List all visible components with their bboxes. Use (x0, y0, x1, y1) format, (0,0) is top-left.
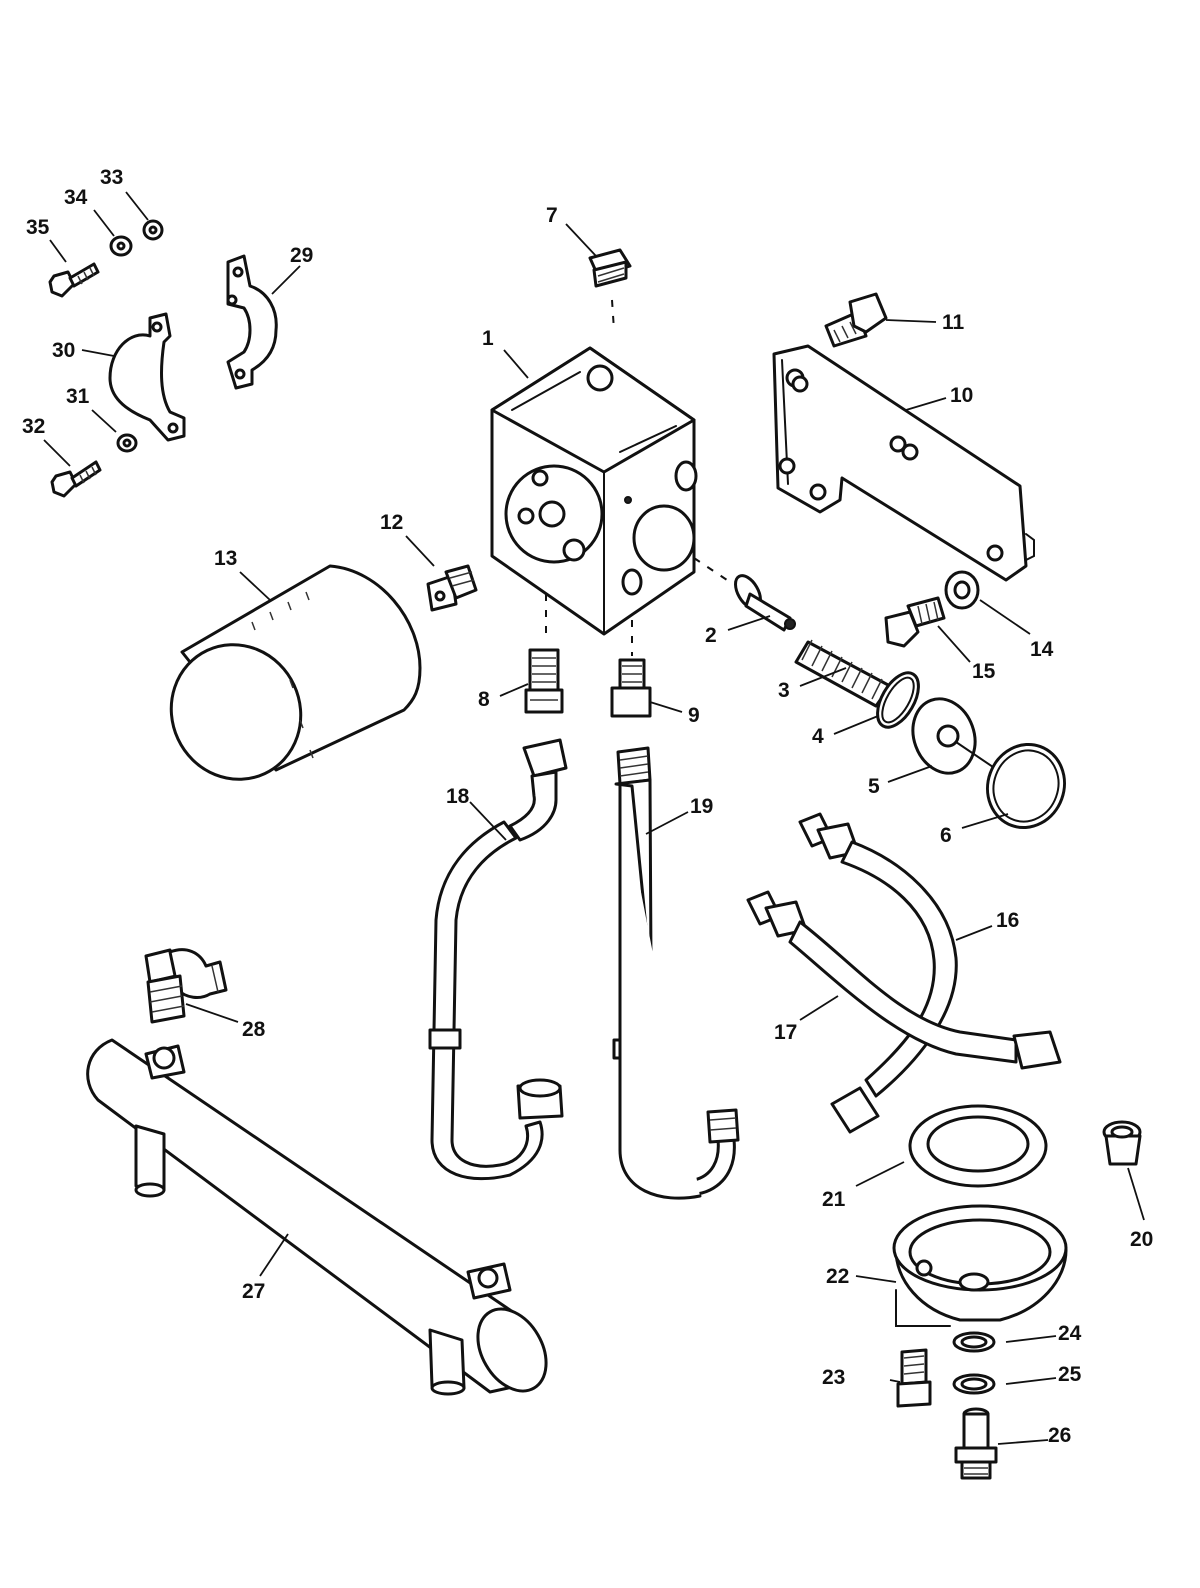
callout-13: 13 (214, 547, 237, 570)
part-12-fitting[interactable] (426, 564, 478, 612)
callout-16: 16 (996, 909, 1019, 932)
part-21-gasket-ring[interactable] (908, 1104, 1048, 1188)
callout-33: 33 (100, 166, 123, 189)
part-3-spring[interactable] (794, 639, 892, 708)
part-29-clamp[interactable] (226, 254, 278, 390)
part-16-hose[interactable] (798, 812, 958, 1134)
part-8-fitting[interactable] (524, 648, 564, 714)
part-34-washer[interactable] (109, 235, 133, 257)
callout-1: 1 (482, 327, 494, 350)
callout-2: 2 (705, 624, 717, 647)
part-20-plug[interactable] (1102, 1120, 1142, 1166)
callout-11: 11 (942, 311, 965, 334)
callout-14: 14 (1030, 638, 1054, 661)
part-4-o-ring[interactable] (869, 666, 927, 734)
part-24-washer[interactable] (952, 1331, 996, 1353)
part-26-sender[interactable] (954, 1407, 998, 1480)
callout-9: 9 (688, 704, 700, 727)
callout-15: 15 (972, 660, 996, 683)
part-18-hose[interactable] (428, 738, 568, 1181)
part-1-housing[interactable] (490, 346, 698, 636)
callout-26: 26 (1048, 1424, 1071, 1447)
part-22-adapter-base[interactable] (892, 1204, 1068, 1327)
part-14-washer[interactable] (944, 570, 980, 610)
callout-8: 8 (478, 688, 490, 711)
part-13-filter[interactable] (149, 564, 422, 801)
part-27-tube[interactable] (86, 1038, 560, 1403)
callout-28: 28 (242, 1018, 266, 1041)
callout-19: 19 (690, 795, 713, 818)
callout-25: 25 (1058, 1363, 1082, 1386)
callout-35: 35 (26, 216, 50, 239)
callout-32: 32 (22, 415, 45, 438)
callout-3: 3 (778, 679, 790, 702)
part-30-clamp[interactable] (108, 312, 186, 442)
part-28-elbow-fitting[interactable] (144, 948, 228, 1024)
callout-4: 4 (812, 725, 824, 748)
callout-20: 20 (1130, 1228, 1153, 1251)
callout-27: 27 (242, 1280, 265, 1303)
callout-10: 10 (950, 384, 973, 407)
part-31-washer[interactable] (116, 433, 138, 453)
leader-lines (43, 191, 1145, 1445)
callout-29: 29 (290, 244, 313, 267)
callout-24: 24 (1058, 1322, 1082, 1345)
part-25-washer[interactable] (952, 1373, 996, 1395)
callout-23: 23 (822, 1366, 845, 1389)
part-10-bracket[interactable] (772, 344, 1035, 582)
callout-31: 31 (66, 385, 90, 408)
callout-7: 7 (546, 204, 558, 227)
part-2-valve-stem[interactable] (730, 571, 796, 632)
callout-12: 12 (380, 511, 403, 534)
part-33-nut[interactable] (142, 219, 164, 241)
part-17-hose[interactable] (746, 890, 1062, 1070)
callout-5: 5 (868, 775, 880, 798)
callout-6: 6 (940, 824, 952, 847)
callout-22: 22 (826, 1265, 849, 1288)
part-11-bolt[interactable] (824, 292, 888, 348)
part-9-fitting[interactable] (610, 658, 652, 718)
part-32-bolt[interactable] (50, 460, 102, 498)
part-7-plug[interactable] (588, 248, 632, 288)
callout-30: 30 (52, 339, 75, 362)
part-19-hose[interactable] (612, 746, 740, 1200)
part-15-bolt[interactable] (884, 596, 946, 648)
callout-18: 18 (446, 785, 470, 808)
callout-17: 17 (774, 1021, 797, 1044)
callout-21: 21 (822, 1188, 846, 1211)
part-6-snap-ring[interactable] (976, 734, 1076, 839)
part-35-bolt[interactable] (48, 262, 100, 298)
part-23-fitting[interactable] (896, 1348, 932, 1408)
callout-34: 34 (64, 186, 88, 209)
